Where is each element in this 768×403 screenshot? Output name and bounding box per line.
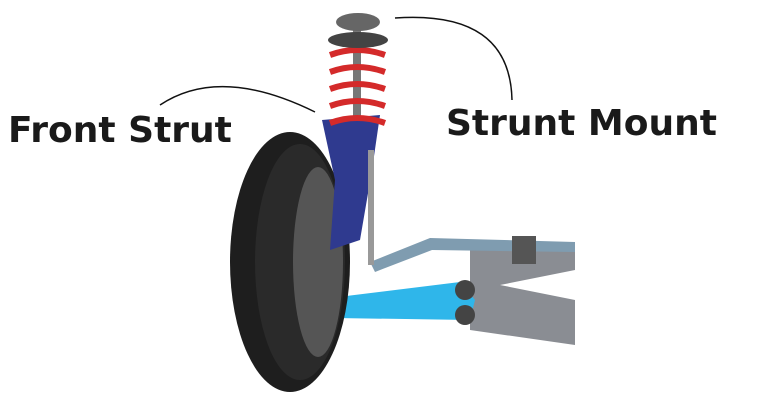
sway-link — [368, 150, 374, 265]
leader-line-strut-mount — [394, 16, 513, 101]
stabilizer-bushing — [512, 236, 536, 264]
subframe — [470, 245, 575, 345]
leader-line-front-strut — [159, 85, 316, 113]
label-front-strut: Front Strut — [8, 110, 232, 151]
control-arm — [330, 282, 475, 320]
strut-mount — [336, 13, 380, 31]
coil-spring — [328, 47, 387, 126]
strut-body — [322, 115, 380, 250]
label-strut-mount: Strunt Mount — [446, 103, 717, 144]
